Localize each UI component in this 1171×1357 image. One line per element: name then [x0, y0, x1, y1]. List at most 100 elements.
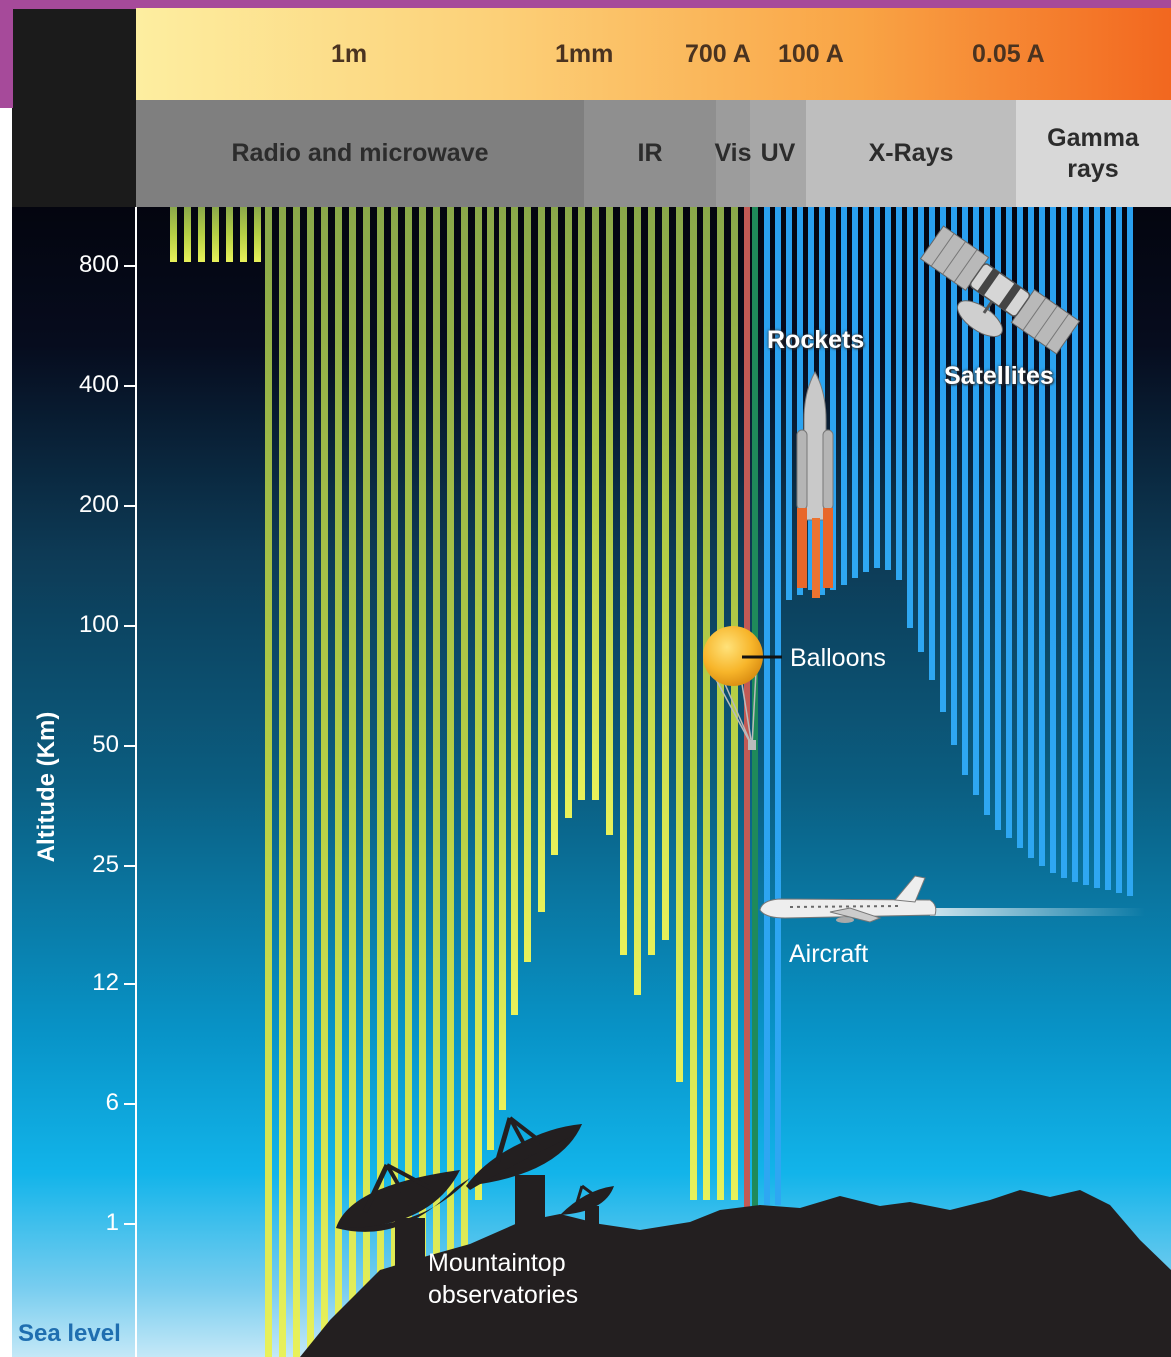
transmission-stripe [1083, 207, 1089, 885]
transmission-stripe [240, 207, 247, 262]
transmission-stripe [634, 207, 641, 995]
transmission-stripe [499, 207, 506, 1110]
tick-mark-6 [124, 1103, 136, 1105]
satellites-label: Satellites [944, 362, 1054, 390]
transmission-stripe [578, 207, 585, 800]
header-corner-block [12, 8, 136, 207]
transmission-stripe [307, 207, 314, 1357]
transmission-stripe [717, 207, 724, 1200]
transmission-stripe [419, 207, 426, 1357]
transmission-stripe [1006, 207, 1012, 838]
transmission-stripe [863, 207, 869, 572]
transmission-stripe [918, 207, 924, 652]
transmission-stripe [170, 207, 177, 262]
transmission-stripe [940, 207, 946, 712]
wavelength-label-005a: 0.05 A [972, 40, 1045, 68]
transmission-stripe [885, 207, 891, 570]
transmission-stripe [929, 207, 935, 680]
transmission-stripe [744, 207, 750, 1210]
transmission-stripe [475, 207, 482, 1200]
transmission-stripe [1094, 207, 1100, 888]
transmission-stripe [487, 207, 494, 1150]
transmission-stripe [731, 207, 738, 1200]
transmission-stripe [962, 207, 968, 775]
band-label-ir: IR [637, 139, 663, 167]
transmission-stripe [775, 207, 781, 1205]
tick-mark-25 [124, 865, 136, 867]
tick-mark-100 [124, 625, 136, 627]
tick-label-12: 12 [92, 969, 119, 996]
transmission-stripe [524, 207, 531, 962]
tick-mark-1 [124, 1223, 136, 1225]
transmission-stripe [752, 207, 758, 1210]
transmission-stripe [511, 207, 518, 1015]
transmission-stripe [648, 207, 655, 955]
transmission-stripe [226, 207, 233, 262]
transmission-stripe [447, 207, 454, 1357]
tick-label-400: 400 [78, 371, 119, 398]
transmission-stripe [1017, 207, 1023, 848]
satellite [919, 225, 1081, 355]
transmission-stripe [363, 207, 370, 1357]
transmission-stripe [1050, 207, 1056, 873]
transmission-stripe [984, 207, 990, 815]
transmission-stripe [198, 207, 205, 262]
transmission-stripe [830, 207, 836, 590]
band-uv [750, 100, 806, 207]
sea-level-label: Sea level [18, 1320, 121, 1347]
tick-mark-400 [124, 385, 136, 387]
transmission-stripe [1072, 207, 1078, 882]
transmission-stripe [1028, 207, 1034, 858]
transmission-stripe [662, 207, 669, 940]
band-vis [716, 100, 750, 207]
transmission-stripe [279, 207, 286, 1357]
transmission-stripe [1061, 207, 1067, 878]
band-label-xray: X-Rays [868, 139, 954, 167]
transmission-stripe [786, 207, 792, 600]
transmission-stripe [606, 207, 613, 835]
transmission-stripe [1105, 207, 1111, 890]
aircraft-label: Aircraft [789, 940, 869, 968]
transmission-stripe [551, 207, 558, 855]
rockets-label: Rockets [767, 326, 865, 354]
transmission-stripe [212, 207, 219, 262]
transmission-stripe [433, 207, 440, 1357]
transmission-stripe [293, 207, 300, 1357]
transmission-stripe [461, 207, 468, 1357]
transmission-stripe [349, 207, 356, 1357]
transmission-stripe [565, 207, 572, 818]
transmission-stripe [391, 207, 398, 1357]
radio-dish-middle [466, 1116, 582, 1225]
transmission-stripe [764, 207, 770, 1205]
rocket [796, 370, 834, 598]
transmission-stripe [841, 207, 847, 585]
transmission-stripe [690, 207, 697, 1200]
transmission-stripe [538, 207, 545, 912]
transmission-stripe [896, 207, 902, 580]
band-gamma [1016, 100, 1171, 207]
wavelength-label-700a: 700 A [685, 40, 751, 68]
tick-mark-800 [124, 265, 136, 267]
transmission-stripe [852, 207, 858, 578]
tick-label-6: 6 [105, 1089, 119, 1116]
wavelength-label-1mm: 1mm [555, 40, 614, 68]
tick-label-50: 50 [92, 731, 119, 758]
transmission-stripe [995, 207, 1001, 830]
transmission-stripe [973, 207, 979, 795]
transmission-stripe [321, 207, 328, 1357]
observatories-label-line2: observatories [428, 1281, 579, 1309]
tick-label-200: 200 [78, 491, 119, 518]
wavelength-label-100a: 100 A [778, 40, 844, 68]
band-label-vis: Vis [714, 139, 752, 167]
wavelength-label-1m: 1m [331, 40, 368, 68]
observatories-label-line1: Mountaintop [428, 1249, 566, 1277]
transmission-stripe [797, 207, 803, 595]
accent-bar [0, 0, 1171, 9]
transmission-stripe [874, 207, 880, 568]
tick-mark-50 [124, 745, 136, 747]
transmission-stripe [703, 207, 710, 1200]
tick-label-100: 100 [78, 611, 119, 638]
transmission-stripes [170, 207, 1133, 1357]
transmission-stripe [592, 207, 599, 800]
